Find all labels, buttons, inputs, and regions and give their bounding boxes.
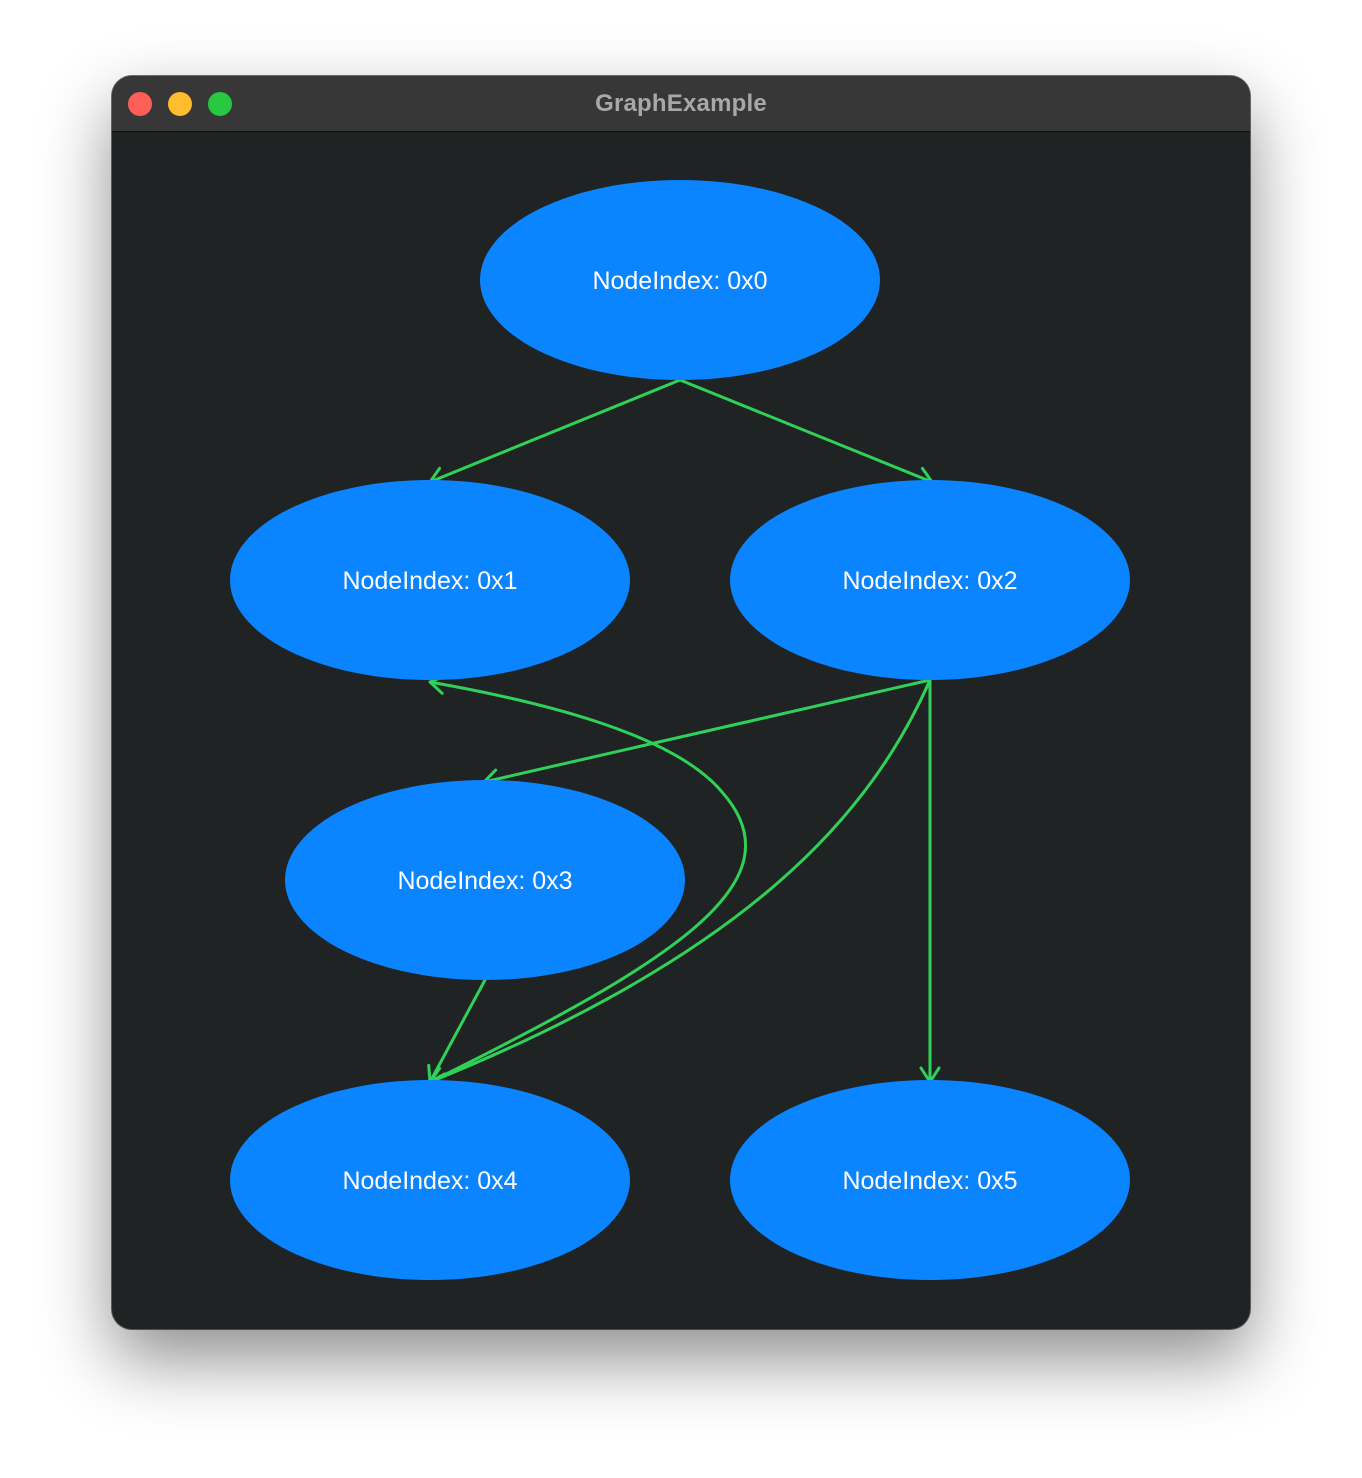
graph-svg: NodeIndex: 0x0 NodeIndex: 0x1 NodeIndex:… — [230, 180, 1130, 1280]
graph-node-0[interactable]: NodeIndex: 0x0 — [480, 180, 880, 380]
node-label: NodeIndex: 0x2 — [842, 567, 1017, 595]
graph-node-1[interactable]: NodeIndex: 0x1 — [230, 480, 630, 680]
edge-0-to-2 — [678, 378, 934, 487]
window-title: GraphExample — [595, 90, 767, 117]
edge-4-to-1 — [428, 674, 748, 1084]
zoom-window-button[interactable] — [208, 92, 232, 116]
minimize-window-button[interactable] — [168, 92, 192, 116]
node-ellipse[interactable] — [730, 480, 1130, 680]
graph-node-2[interactable]: NodeIndex: 0x2 — [730, 480, 1130, 680]
node-ellipse[interactable] — [480, 180, 880, 380]
node-ellipse[interactable] — [230, 1080, 630, 1280]
graph-node-5[interactable]: NodeIndex: 0x5 — [730, 1080, 1130, 1280]
edge-2-to-4 — [428, 678, 932, 1087]
graph-node-3[interactable]: NodeIndex: 0x3 — [285, 780, 685, 980]
edge-3-to-4 — [427, 978, 487, 1084]
node-label: NodeIndex: 0x4 — [342, 1167, 517, 1195]
node-ellipse[interactable] — [730, 1080, 1130, 1280]
close-window-button[interactable] — [128, 92, 152, 116]
edge-2-to-3 — [482, 678, 932, 790]
graph-canvas: NodeIndex: 0x0 NodeIndex: 0x1 NodeIndex:… — [112, 132, 1250, 1329]
node-label: NodeIndex: 0x3 — [397, 867, 572, 895]
node-label: NodeIndex: 0x5 — [842, 1167, 1017, 1195]
node-label: NodeIndex: 0x0 — [592, 267, 767, 295]
node-ellipse[interactable] — [285, 780, 685, 980]
edge-0-to-1 — [428, 378, 682, 487]
app-window: GraphExample NodeIndex: 0x0 — [112, 76, 1250, 1329]
title-bar[interactable]: GraphExample — [112, 76, 1250, 132]
node-ellipse[interactable] — [230, 480, 630, 680]
node-label: NodeIndex: 0x1 — [342, 567, 517, 595]
graph-node-4[interactable]: NodeIndex: 0x4 — [230, 1080, 630, 1280]
